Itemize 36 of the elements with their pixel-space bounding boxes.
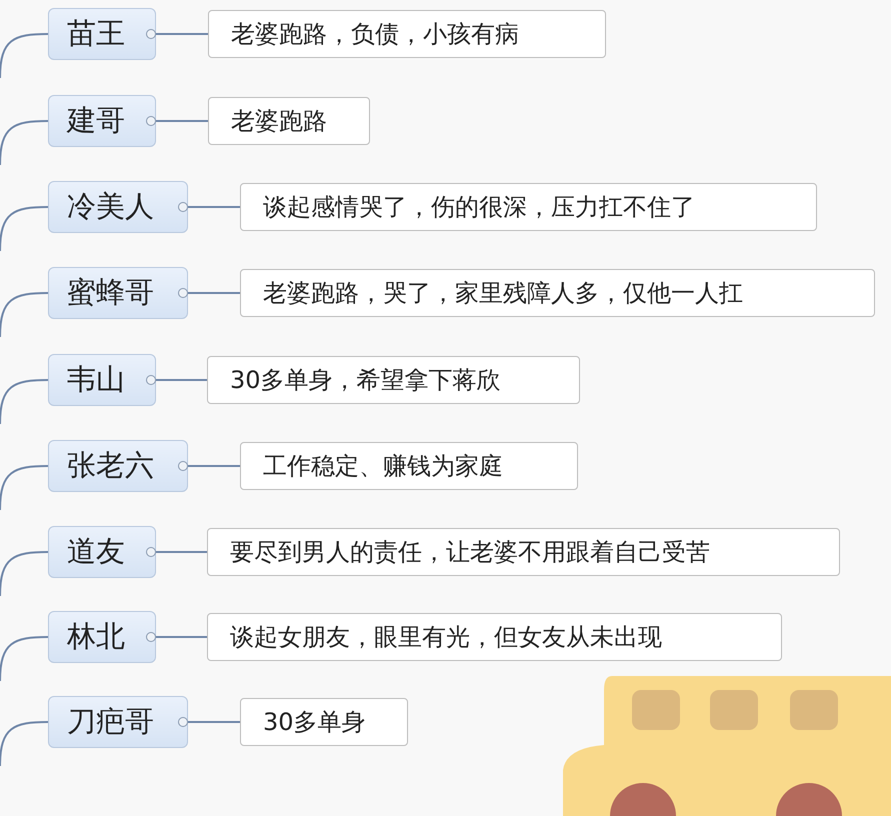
topic-box: 张老六 — [48, 440, 188, 492]
connector-line — [156, 636, 207, 638]
topic-box: 林北 — [48, 611, 156, 663]
branch-line — [0, 120, 48, 166]
connector-line — [188, 292, 240, 294]
note-box: 30多单身，希望拿下蒋欣 — [207, 356, 580, 404]
topic-box: 冷美人 — [48, 181, 188, 233]
note-box: 老婆跑路 — [208, 97, 370, 145]
branch-line — [0, 721, 48, 766]
topic-box: 道友 — [48, 526, 156, 578]
branch-line — [0, 292, 48, 338]
note-box: 老婆跑路，负债，小孩有病 — [208, 10, 606, 58]
topic-box: 蜜蜂哥 — [48, 267, 188, 319]
note-box: 工作稳定、赚钱为家庭 — [240, 442, 578, 490]
connector-line — [156, 379, 207, 381]
note-box: 谈起感情哭了，伤的很深，压力扛不住了 — [240, 183, 817, 231]
branch-line — [0, 636, 48, 682]
note-box: 谈起女朋友，眼里有光，但女友从未出现 — [207, 613, 782, 661]
topic-box: 建哥 — [48, 95, 156, 147]
branch-line — [0, 551, 48, 596]
connector-line — [156, 33, 208, 35]
topic-box: 苗王 — [48, 8, 156, 60]
connector-line — [188, 206, 240, 208]
connector-line — [188, 721, 240, 723]
connector-line — [156, 551, 207, 553]
branch-line — [0, 465, 48, 510]
connector-line — [156, 120, 208, 122]
note-box: 30多单身 — [240, 698, 408, 746]
branch-line — [0, 379, 48, 424]
connector-line — [188, 465, 240, 467]
branch-line — [0, 33, 48, 78]
note-box: 老婆跑路，哭了，家里残障人多，仅他一人扛 — [240, 269, 875, 317]
topic-box: 韦山 — [48, 354, 156, 406]
note-box: 要尽到男人的责任，让老婆不用跟着自己受苦 — [207, 528, 840, 576]
branch-line — [0, 206, 48, 252]
topic-box: 刀疤哥 — [48, 696, 188, 748]
